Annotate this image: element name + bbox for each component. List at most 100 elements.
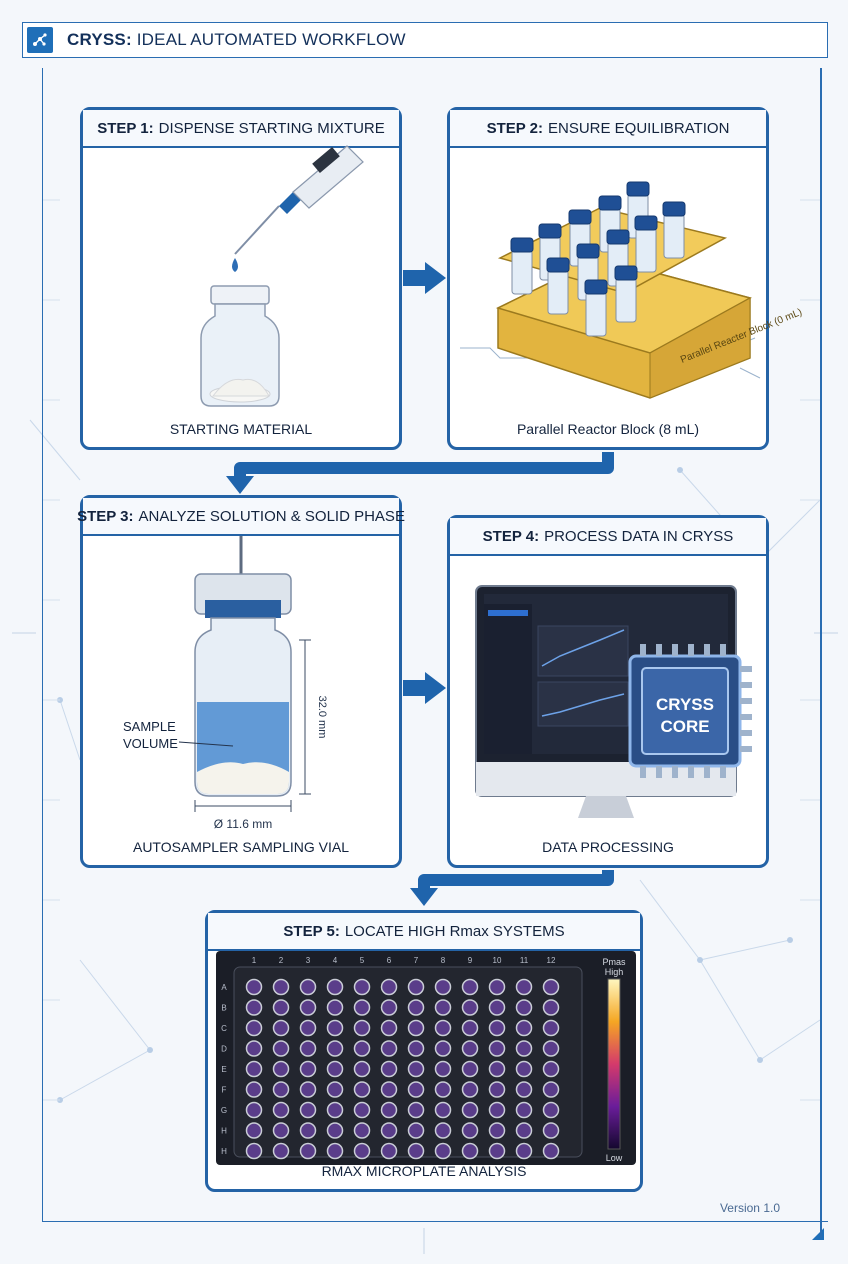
- plate-well: [272, 1040, 290, 1057]
- plate-well: [380, 978, 398, 996]
- plate-well: [434, 1040, 452, 1057]
- plate-well: [326, 1081, 344, 1098]
- plate-well: [299, 1060, 317, 1078]
- plate-well: [380, 1060, 398, 1078]
- plate-well: [245, 1060, 263, 1078]
- plate-well: [461, 1019, 479, 1037]
- chip-pin: [720, 644, 726, 656]
- plate-well: [353, 1081, 371, 1098]
- plate-well: [407, 1081, 425, 1098]
- plate-well: [245, 1040, 263, 1057]
- chip-pin: [740, 730, 752, 736]
- monitor-chip-illustration: CRYSS CORE: [475, 585, 752, 818]
- plate-well: [326, 1142, 344, 1160]
- plate-column-label: 10: [493, 956, 502, 965]
- plate-well: [380, 1142, 398, 1160]
- plate-well: [380, 1019, 398, 1037]
- step-2-header: STEP 2:ENSURE EQUILIBRATION: [450, 110, 766, 148]
- plate-well: [299, 1101, 317, 1119]
- plate-well: [542, 1101, 560, 1119]
- plate-well: [407, 1142, 425, 1160]
- plate-well: [461, 1142, 479, 1160]
- pipette-vial-illustration: [200, 145, 364, 407]
- plate-well: [245, 978, 263, 996]
- reactor-vial: [584, 279, 608, 337]
- plate-well: [299, 978, 317, 996]
- version-label: Version 1.0: [719, 1201, 780, 1215]
- chip-pin: [640, 644, 646, 656]
- plate-well: [353, 1122, 371, 1139]
- plate-column-label: 11: [520, 956, 529, 965]
- plate-well: [299, 1142, 317, 1160]
- plate-column-label: 12: [547, 956, 556, 965]
- plate-well: [515, 1142, 533, 1160]
- plate-well: [434, 1122, 452, 1139]
- step-5-header: STEP 5:LOCATE HIGH Rmax SYSTEMS: [208, 913, 640, 951]
- plate-well: [272, 978, 290, 996]
- plate-row-label: C: [221, 1024, 227, 1033]
- plate-column-label: 8: [441, 956, 446, 965]
- plate-well: [434, 1101, 452, 1119]
- plate-well: [380, 999, 398, 1016]
- header-bar: CRYSS: IDEAL AUTOMATED WORKFLOW: [22, 22, 828, 58]
- plate-well: [272, 1060, 290, 1078]
- plate-well: [434, 1019, 452, 1037]
- chip-pin: [672, 644, 678, 656]
- outer-frame: [42, 68, 828, 1222]
- plate-well: [272, 1019, 290, 1037]
- chip-pin: [740, 714, 752, 720]
- plate-well: [515, 1101, 533, 1119]
- step-3-caption: AUTOSAMPLER SAMPLING VIAL: [132, 839, 350, 855]
- plate-well: [407, 1101, 425, 1119]
- step-4-panel: STEP 4:PROCESS DATA IN CRYSS CRYSS CORE …: [447, 515, 769, 868]
- plate-well: [353, 1060, 371, 1078]
- plate-row-label: E: [221, 1065, 226, 1074]
- plate-well: [488, 1040, 506, 1057]
- plate-well: [461, 1122, 479, 1139]
- plate-well: [515, 1081, 533, 1098]
- plate-column-label: 5: [360, 956, 365, 965]
- plate-well: [272, 1122, 290, 1139]
- plate-well: [542, 1040, 560, 1057]
- plate-well: [353, 1101, 371, 1119]
- plate-well: [326, 978, 344, 996]
- reactor-vial: [510, 237, 534, 295]
- plate-column-label: 2: [279, 956, 284, 965]
- plate-well: [353, 1040, 371, 1057]
- plate-well: [488, 1019, 506, 1037]
- chip-pin: [704, 766, 710, 778]
- plate-well: [326, 1040, 344, 1057]
- plate-column-label: 1: [252, 956, 257, 965]
- plate-column-label: 7: [414, 956, 419, 965]
- plate-row-label: H: [221, 1127, 227, 1136]
- step-4-caption: DATA PROCESSING: [542, 839, 674, 855]
- plate-well: [434, 978, 452, 996]
- plate-well: [299, 1019, 317, 1037]
- reactor-vial: [614, 265, 638, 323]
- plate-well: [245, 1019, 263, 1037]
- plate-well: [353, 1142, 371, 1160]
- plate-row-label: H: [221, 1147, 227, 1156]
- step-2-caption: Parallel Reactor Block (8 mL): [516, 421, 700, 437]
- plate-well: [488, 1081, 506, 1098]
- plate-well: [434, 1060, 452, 1078]
- reactor-block-illustration: Parallel Reacter Block (0 mL): [460, 181, 804, 399]
- step-1-caption: STARTING MATERIAL: [169, 421, 313, 437]
- plate-well: [407, 1122, 425, 1139]
- plate-well: [245, 1122, 263, 1139]
- plate-well: [488, 1142, 506, 1160]
- chip-pin: [740, 666, 752, 672]
- plate-well: [353, 978, 371, 996]
- plate-row-label: G: [221, 1106, 227, 1115]
- plate-well: [380, 1122, 398, 1139]
- chip-pin: [688, 766, 694, 778]
- plate-well: [245, 999, 263, 1016]
- plate-row-label: F: [222, 1086, 227, 1095]
- plate-well: [542, 1060, 560, 1078]
- chip-pin: [720, 766, 726, 778]
- page-title: CRYSS: IDEAL AUTOMATED WORKFLOW: [67, 30, 406, 49]
- plate-well: [245, 1142, 263, 1160]
- plate-well: [434, 999, 452, 1016]
- step-3-panel: STEP 3:ANALYZE SOLUTION & SOLID PHASE 32…: [77, 495, 405, 868]
